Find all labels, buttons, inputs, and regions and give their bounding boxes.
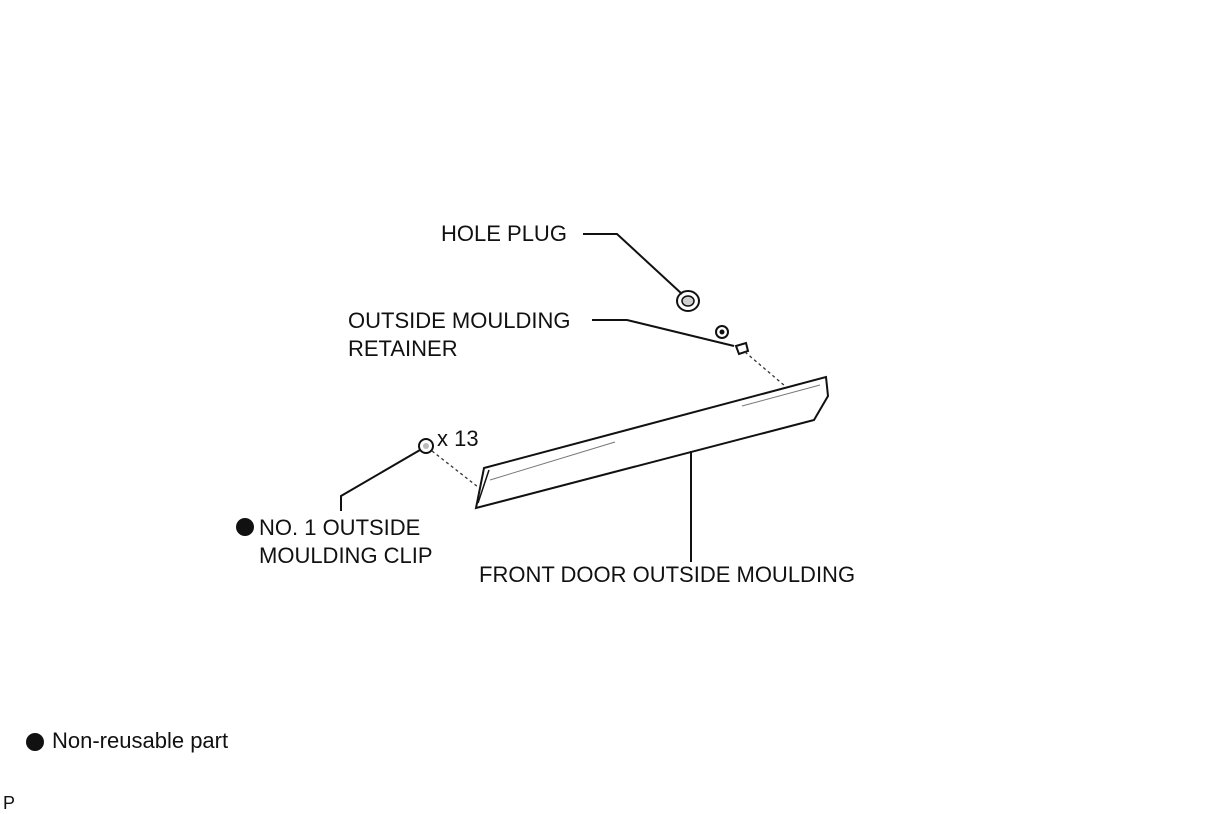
clip-label-line1: NO. 1 OUTSIDE bbox=[259, 515, 420, 540]
front-door-outside-moulding-part bbox=[474, 375, 830, 510]
retainer-label-line1: OUTSIDE MOULDING bbox=[348, 308, 570, 333]
outside-moulding-clip-part bbox=[418, 438, 434, 454]
retainer-assembly-line bbox=[744, 351, 786, 387]
hole-plug-label: HOLE PLUG bbox=[441, 221, 567, 246]
hole-plug-part bbox=[676, 290, 700, 312]
non-reusable-marker-icon bbox=[236, 518, 254, 536]
retainer-label-line2: RETAINER bbox=[348, 336, 458, 361]
clip-quantity: x 13 bbox=[437, 426, 479, 451]
clip-label-line2: MOULDING CLIP bbox=[259, 543, 433, 568]
clip-leader bbox=[340, 449, 421, 511]
moulding-label: FRONT DOOR OUTSIDE MOULDING bbox=[479, 562, 855, 587]
outside-moulding-retainer-part bbox=[715, 325, 750, 356]
figure-code: P bbox=[3, 793, 15, 813]
legend-non-reusable: Non-reusable part bbox=[52, 728, 228, 753]
hole-plug-leader bbox=[583, 233, 683, 295]
retainer-leader bbox=[592, 319, 735, 347]
clip-assembly-line bbox=[431, 450, 479, 488]
legend-dot-icon bbox=[26, 733, 44, 751]
